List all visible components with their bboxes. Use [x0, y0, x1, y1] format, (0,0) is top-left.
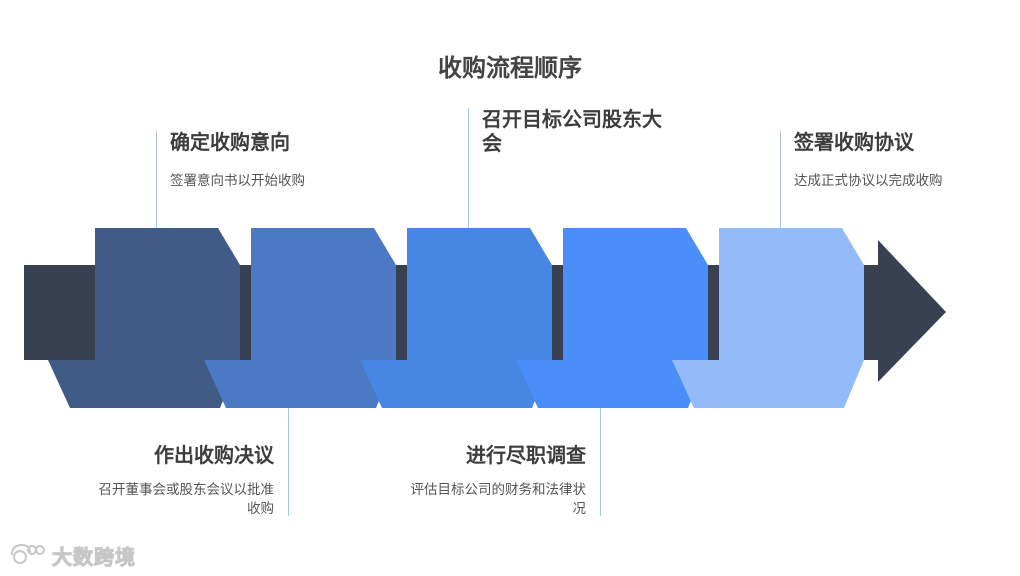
connector-line-1	[156, 131, 157, 228]
step-block-1	[48, 228, 240, 408]
connector-line-2	[288, 408, 289, 516]
step-title-3: 召开目标公司股东大会	[482, 109, 662, 155]
connector-line-5	[780, 131, 781, 228]
ice-logo-icon	[11, 543, 45, 564]
diagram-title: 收购流程顺序	[438, 55, 582, 82]
step-title-4: 进行尽职调查	[466, 445, 586, 467]
step-block-4	[516, 228, 708, 408]
step-desc-2: 召开董事会或股东会议以批准收购	[98, 482, 275, 516]
step-desc-4: 评估目标公司的财务和法律状况	[410, 482, 587, 516]
step-block-5	[672, 228, 864, 408]
step-block-2	[204, 228, 396, 408]
step-desc-5: 达成正式协议以完成收购	[794, 173, 943, 188]
connector-line-4	[600, 408, 601, 516]
step-block-3	[360, 228, 552, 408]
connector-line-3	[468, 108, 469, 228]
watermark: 大数跨境	[8, 538, 136, 572]
step-title-2: 作出收购决议	[154, 445, 274, 467]
step-desc-1: 签署意向书以开始收购	[170, 173, 305, 188]
watermark-text: 大数跨境	[52, 546, 136, 569]
step-title-1: 确定收购意向	[170, 132, 290, 154]
step-title-5: 签署收购协议	[794, 132, 914, 154]
